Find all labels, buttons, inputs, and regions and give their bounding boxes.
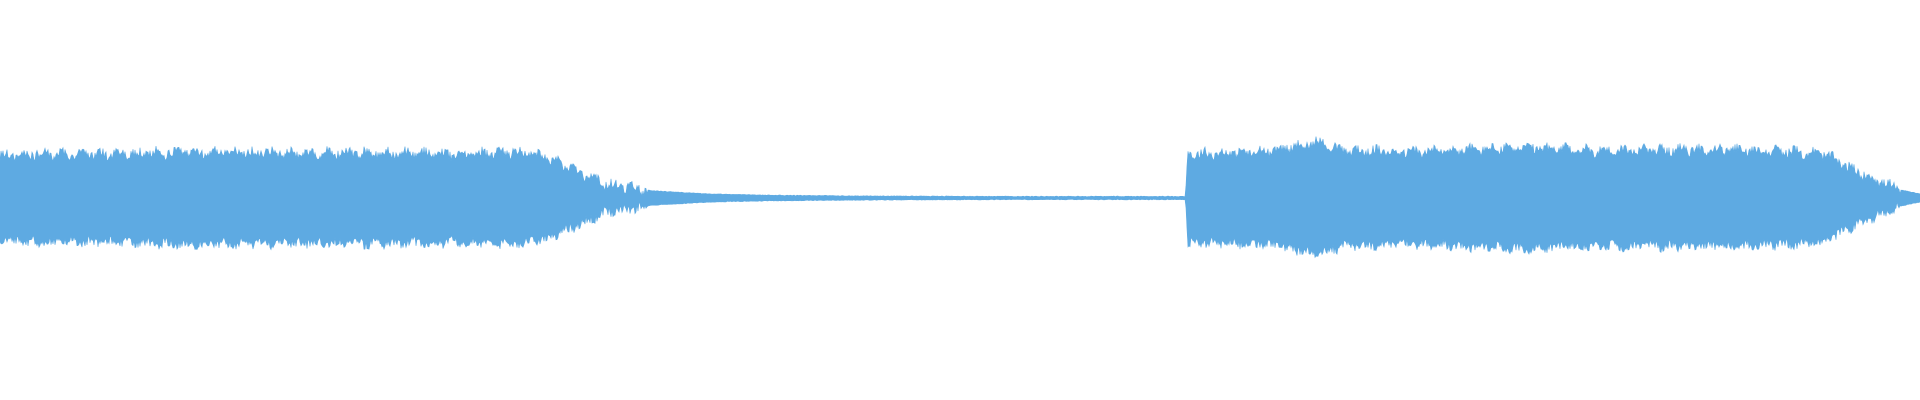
waveform-shape (0, 136, 1920, 259)
